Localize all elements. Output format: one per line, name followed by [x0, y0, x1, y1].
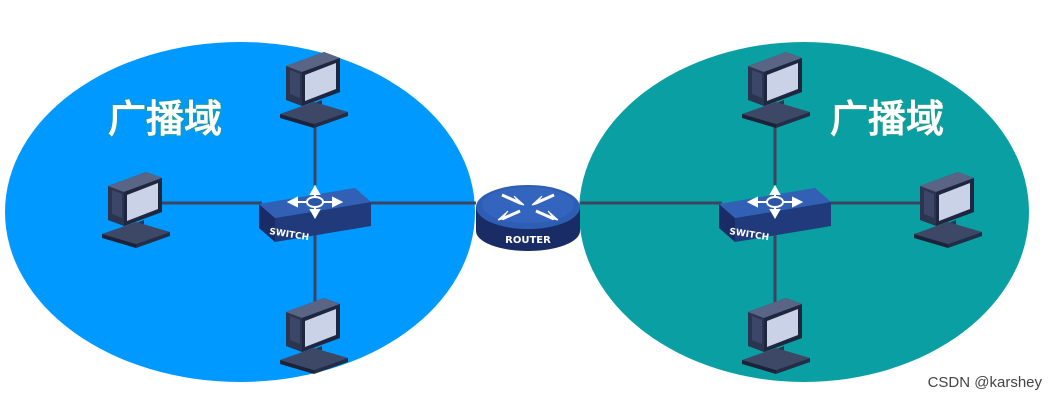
broadcast-domain-left — [5, 42, 475, 382]
switch-left: SWITCH — [259, 184, 371, 243]
router: ROUTER — [476, 185, 580, 251]
domain-label-right: 广播域 — [830, 97, 944, 141]
switch-arrows-icon — [286, 184, 344, 220]
domain-label-left: 广播域 — [108, 97, 222, 141]
router-arrows-icon — [497, 193, 559, 221]
switch-right: SWITCH — [719, 184, 831, 243]
router-label: ROUTER — [505, 235, 551, 246]
network-links — [160, 110, 925, 305]
watermark: CSDN @karshey — [927, 374, 1042, 391]
